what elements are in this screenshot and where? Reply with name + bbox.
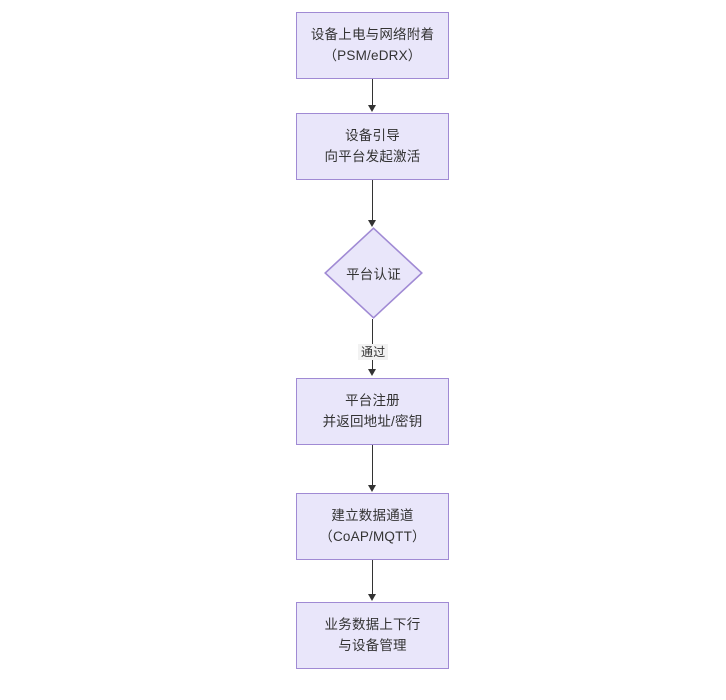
flow-node-platform-authentication[interactable]: 平台认证 [324,227,423,319]
diamond-shape-icon [324,227,423,319]
flow-edge-n1-n2-arrowhead [368,105,376,112]
flow-node-label: 平台认证 [346,267,401,282]
flow-node-device-bootstrap[interactable]: 设备引导 向平台发起激活 [296,113,449,180]
flow-edge-n2-n3-arrowhead [368,220,376,227]
flow-edge-n2-n3 [372,180,374,221]
flow-node-data-channel[interactable]: 建立数据通道 （CoAP/MQTT） [296,493,449,560]
flow-node-label: 设备上电与网络附着 （PSM/eDRX） [310,26,435,63]
flow-edge-n5-n6-arrowhead [368,594,376,601]
flow-node-label: 业务数据上下行 与设备管理 [324,616,421,653]
flow-node-label: 设备引导 向平台发起激活 [324,127,421,164]
flow-node-label: 平台注册 并返回地址/密钥 [322,392,423,429]
flow-edge-n4-n5-arrowhead [368,485,376,492]
flow-edge-n5-n6 [372,560,374,595]
flow-node-business-data[interactable]: 业务数据上下行 与设备管理 [296,602,449,669]
flow-edge-n4-n5 [372,445,374,486]
flow-edge-n1-n2 [372,79,374,106]
flow-node-platform-registration[interactable]: 平台注册 并返回地址/密钥 [296,378,449,445]
flow-edge-n3-n4-arrowhead [368,369,376,376]
flow-edge-label-pass: 通过 [358,344,389,361]
flow-node-label: 建立数据通道 （CoAP/MQTT） [319,507,426,544]
flow-node-device-power-on[interactable]: 设备上电与网络附着 （PSM/eDRX） [296,12,449,79]
